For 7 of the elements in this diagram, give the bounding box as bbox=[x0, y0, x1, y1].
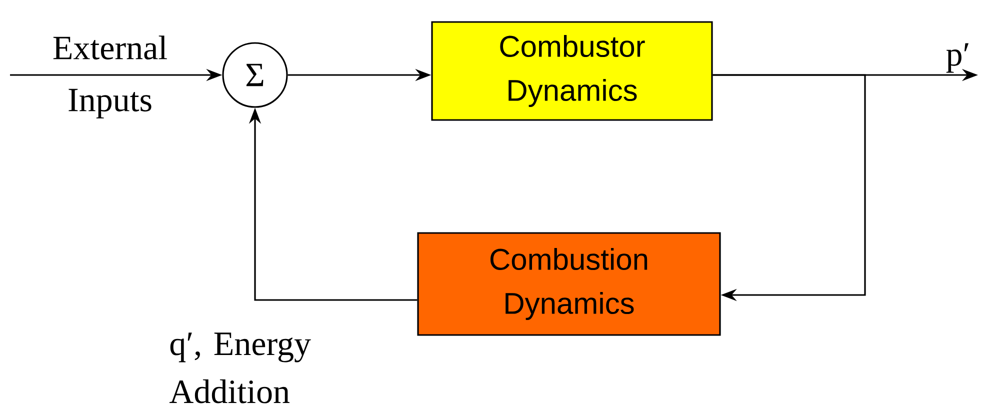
arrow bbox=[712, 74, 866, 302]
summing-junction: Σ bbox=[222, 42, 288, 108]
process-box: Combustion Dynamics bbox=[417, 232, 721, 336]
edge-label: p′ bbox=[946, 43, 969, 73]
process-box: Combustor Dynamics bbox=[431, 21, 713, 121]
edge-label: External Inputs bbox=[53, 36, 167, 118]
edge-label: q′, Energy Addition bbox=[169, 332, 311, 404]
